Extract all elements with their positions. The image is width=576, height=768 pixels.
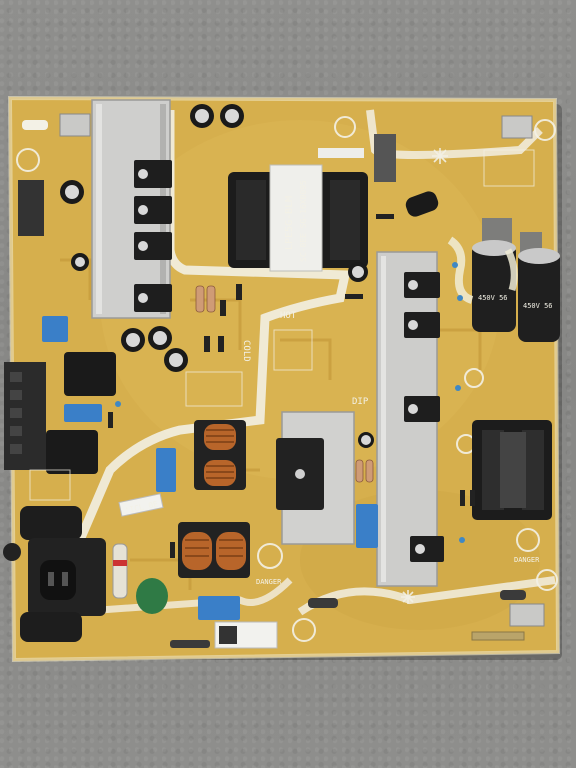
film-capacitors (42, 316, 378, 620)
heatsink-middle (276, 411, 355, 545)
bulk-capacitor-2: 450V 56 (518, 248, 560, 342)
emi-choke-1 (194, 420, 246, 490)
cap-label-2: 450V 56 (523, 302, 553, 310)
standby-relay (374, 134, 396, 182)
silk-hot: HOT (280, 311, 297, 321)
barcode-sticker (318, 148, 364, 158)
silk-danger-right: DANGER (514, 556, 540, 564)
cap-label-1: 450V 56 (478, 294, 508, 302)
varistor (136, 578, 168, 614)
fuse (112, 543, 128, 599)
transformer-label-1: LPE5G-BLM (284, 196, 295, 250)
inductor-1 (64, 352, 116, 396)
small-capacitors (60, 104, 439, 448)
silk-dip: DIP (352, 397, 369, 407)
heatsink-left (91, 99, 172, 319)
heatsink-right (376, 251, 444, 587)
mount-slot (22, 120, 48, 130)
hand-symbol (16, 148, 40, 172)
bulk-capacitor-1: 450V 56 (472, 240, 516, 332)
board-cutout (482, 218, 512, 244)
standby-transformer (472, 420, 552, 520)
main-transformer: LPE5G-BLM SC-0EE SG-16X0095 (228, 164, 368, 272)
ac-power-socket (3, 506, 106, 642)
output-connector (4, 362, 46, 470)
inductor-2 (46, 430, 98, 474)
emi-choke-2 (178, 522, 250, 578)
signal-connector (18, 180, 44, 236)
silk-cold: COLD (241, 340, 251, 362)
metal-tab (59, 113, 91, 137)
transformer-label-2: SC-0EE SG-16X0095 (299, 180, 308, 262)
silk-danger-left: DANGER (256, 578, 282, 586)
resistors (108, 214, 475, 558)
isolation-band (75, 110, 351, 542)
